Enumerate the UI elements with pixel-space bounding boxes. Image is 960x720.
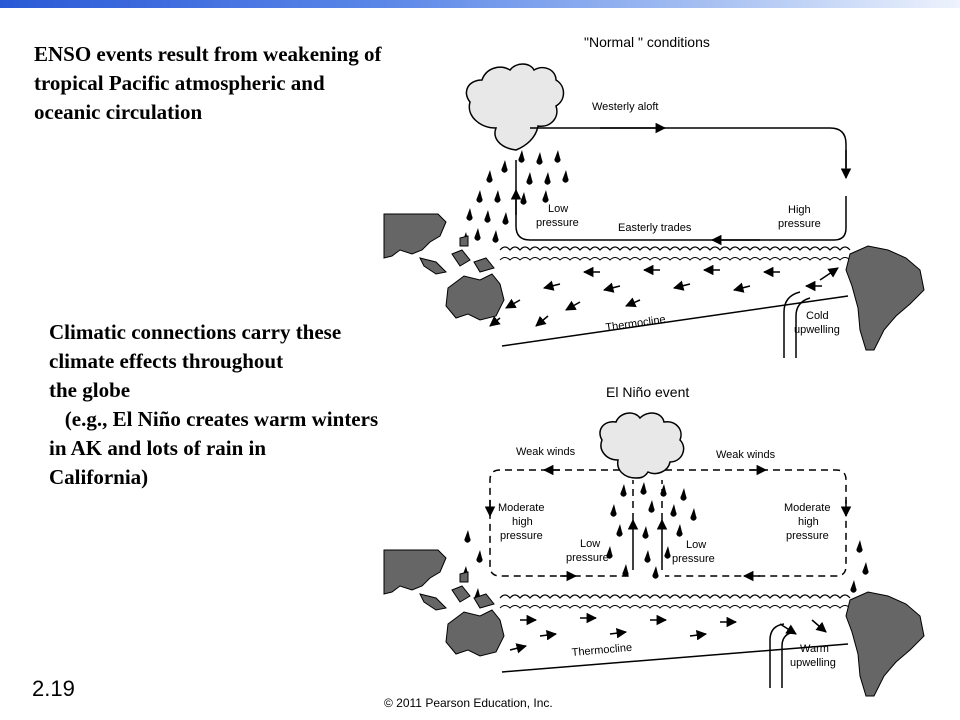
slide-number: 2.19 (32, 676, 75, 701)
warm-upwelling-label: Warm (800, 643, 829, 655)
el-nino-diagram: El Niño event Weak winds Weak winds Mode… (383, 384, 925, 697)
ocean-surface (499, 594, 851, 599)
south-america-landmass (845, 591, 925, 697)
connections-line: (e.g., El Niño creates warm winters (49, 407, 379, 431)
connections-line: in AK and lots of rain in (49, 436, 267, 460)
connections-line: climate effects throughout (49, 349, 284, 373)
connections-line: California) (49, 465, 149, 489)
moderate-high-pressure-label: pressure (500, 530, 543, 542)
main-statement-line: oceanic circulation (34, 100, 203, 124)
walker-circulation-loop (530, 127, 847, 168)
australia-landmass (445, 273, 505, 321)
low-pressure-label: Low (580, 538, 600, 550)
thermocline-line (501, 643, 849, 673)
cloud-icon (599, 412, 685, 479)
south-america-landmass (845, 245, 925, 351)
weak-winds-label: Weak winds (516, 446, 576, 458)
main-statement-line: tropical Pacific atmospheric and (34, 71, 325, 95)
asia-landmass (383, 213, 447, 259)
ocean-current-arrows (489, 264, 822, 327)
normal-conditions-diagram: "Normal " conditions Westerly aloft Low … (383, 34, 925, 358)
westerly-aloft-label: Westerly aloft (592, 101, 658, 113)
moderate-high-pressure-label: pressure (786, 530, 829, 542)
connections-line: Climatic connections carry these (49, 320, 342, 344)
cold-upwelling-label: Cold (806, 310, 829, 322)
indonesia-islands (419, 571, 495, 611)
low-pressure-label: Low (686, 539, 706, 551)
moderate-high-pressure-label: high (512, 516, 533, 528)
high-pressure-label: High (788, 204, 811, 216)
ocean-current-arrows (509, 612, 827, 654)
weak-winds-label: Weak winds (716, 449, 776, 461)
moderate-high-pressure-label: Moderate (498, 502, 544, 514)
main-statement-line: ENSO events result from weakening of (34, 42, 382, 66)
asia-landmass (383, 549, 447, 595)
upwelling-arrow (783, 291, 811, 358)
warm-upwelling-label: upwelling (790, 657, 836, 669)
connections-line: the globe (49, 378, 131, 402)
top-gradient-bar (0, 0, 960, 8)
easterly-trades-label: Easterly trades (618, 222, 692, 234)
normal-diagram-title: "Normal " conditions (584, 34, 710, 50)
thermocline-label: Thermocline (605, 314, 667, 334)
thermocline-line (501, 295, 849, 347)
rain-drops (462, 482, 869, 601)
rain-drops (462, 150, 569, 245)
copyright-notice: © 2011 Pearson Education, Inc. (384, 696, 553, 710)
el-nino-diagram-title: El Niño event (606, 384, 689, 400)
low-pressure-label: pressure (672, 553, 715, 565)
low-pressure-label: Low (548, 203, 568, 215)
climatic-connections-statement: Climatic connections carry these climate… (49, 318, 439, 492)
low-pressure-label: pressure (566, 552, 609, 564)
cold-upwelling-label: upwelling (794, 324, 840, 336)
ocean-surface (499, 246, 851, 251)
moderate-high-pressure-label: Moderate (784, 502, 830, 514)
upwelling-arrow (769, 623, 795, 688)
australia-landmass (445, 609, 505, 657)
low-pressure-label: pressure (536, 217, 579, 229)
cloud-icon (465, 63, 565, 151)
main-statement: ENSO events result from weakening of tro… (34, 40, 454, 127)
moderate-high-pressure-label: high (798, 516, 819, 528)
high-pressure-label: pressure (778, 218, 821, 230)
thermocline-label: Thermocline (571, 642, 632, 659)
weak-circulation-cells (489, 469, 847, 577)
indonesia-islands (419, 235, 495, 275)
